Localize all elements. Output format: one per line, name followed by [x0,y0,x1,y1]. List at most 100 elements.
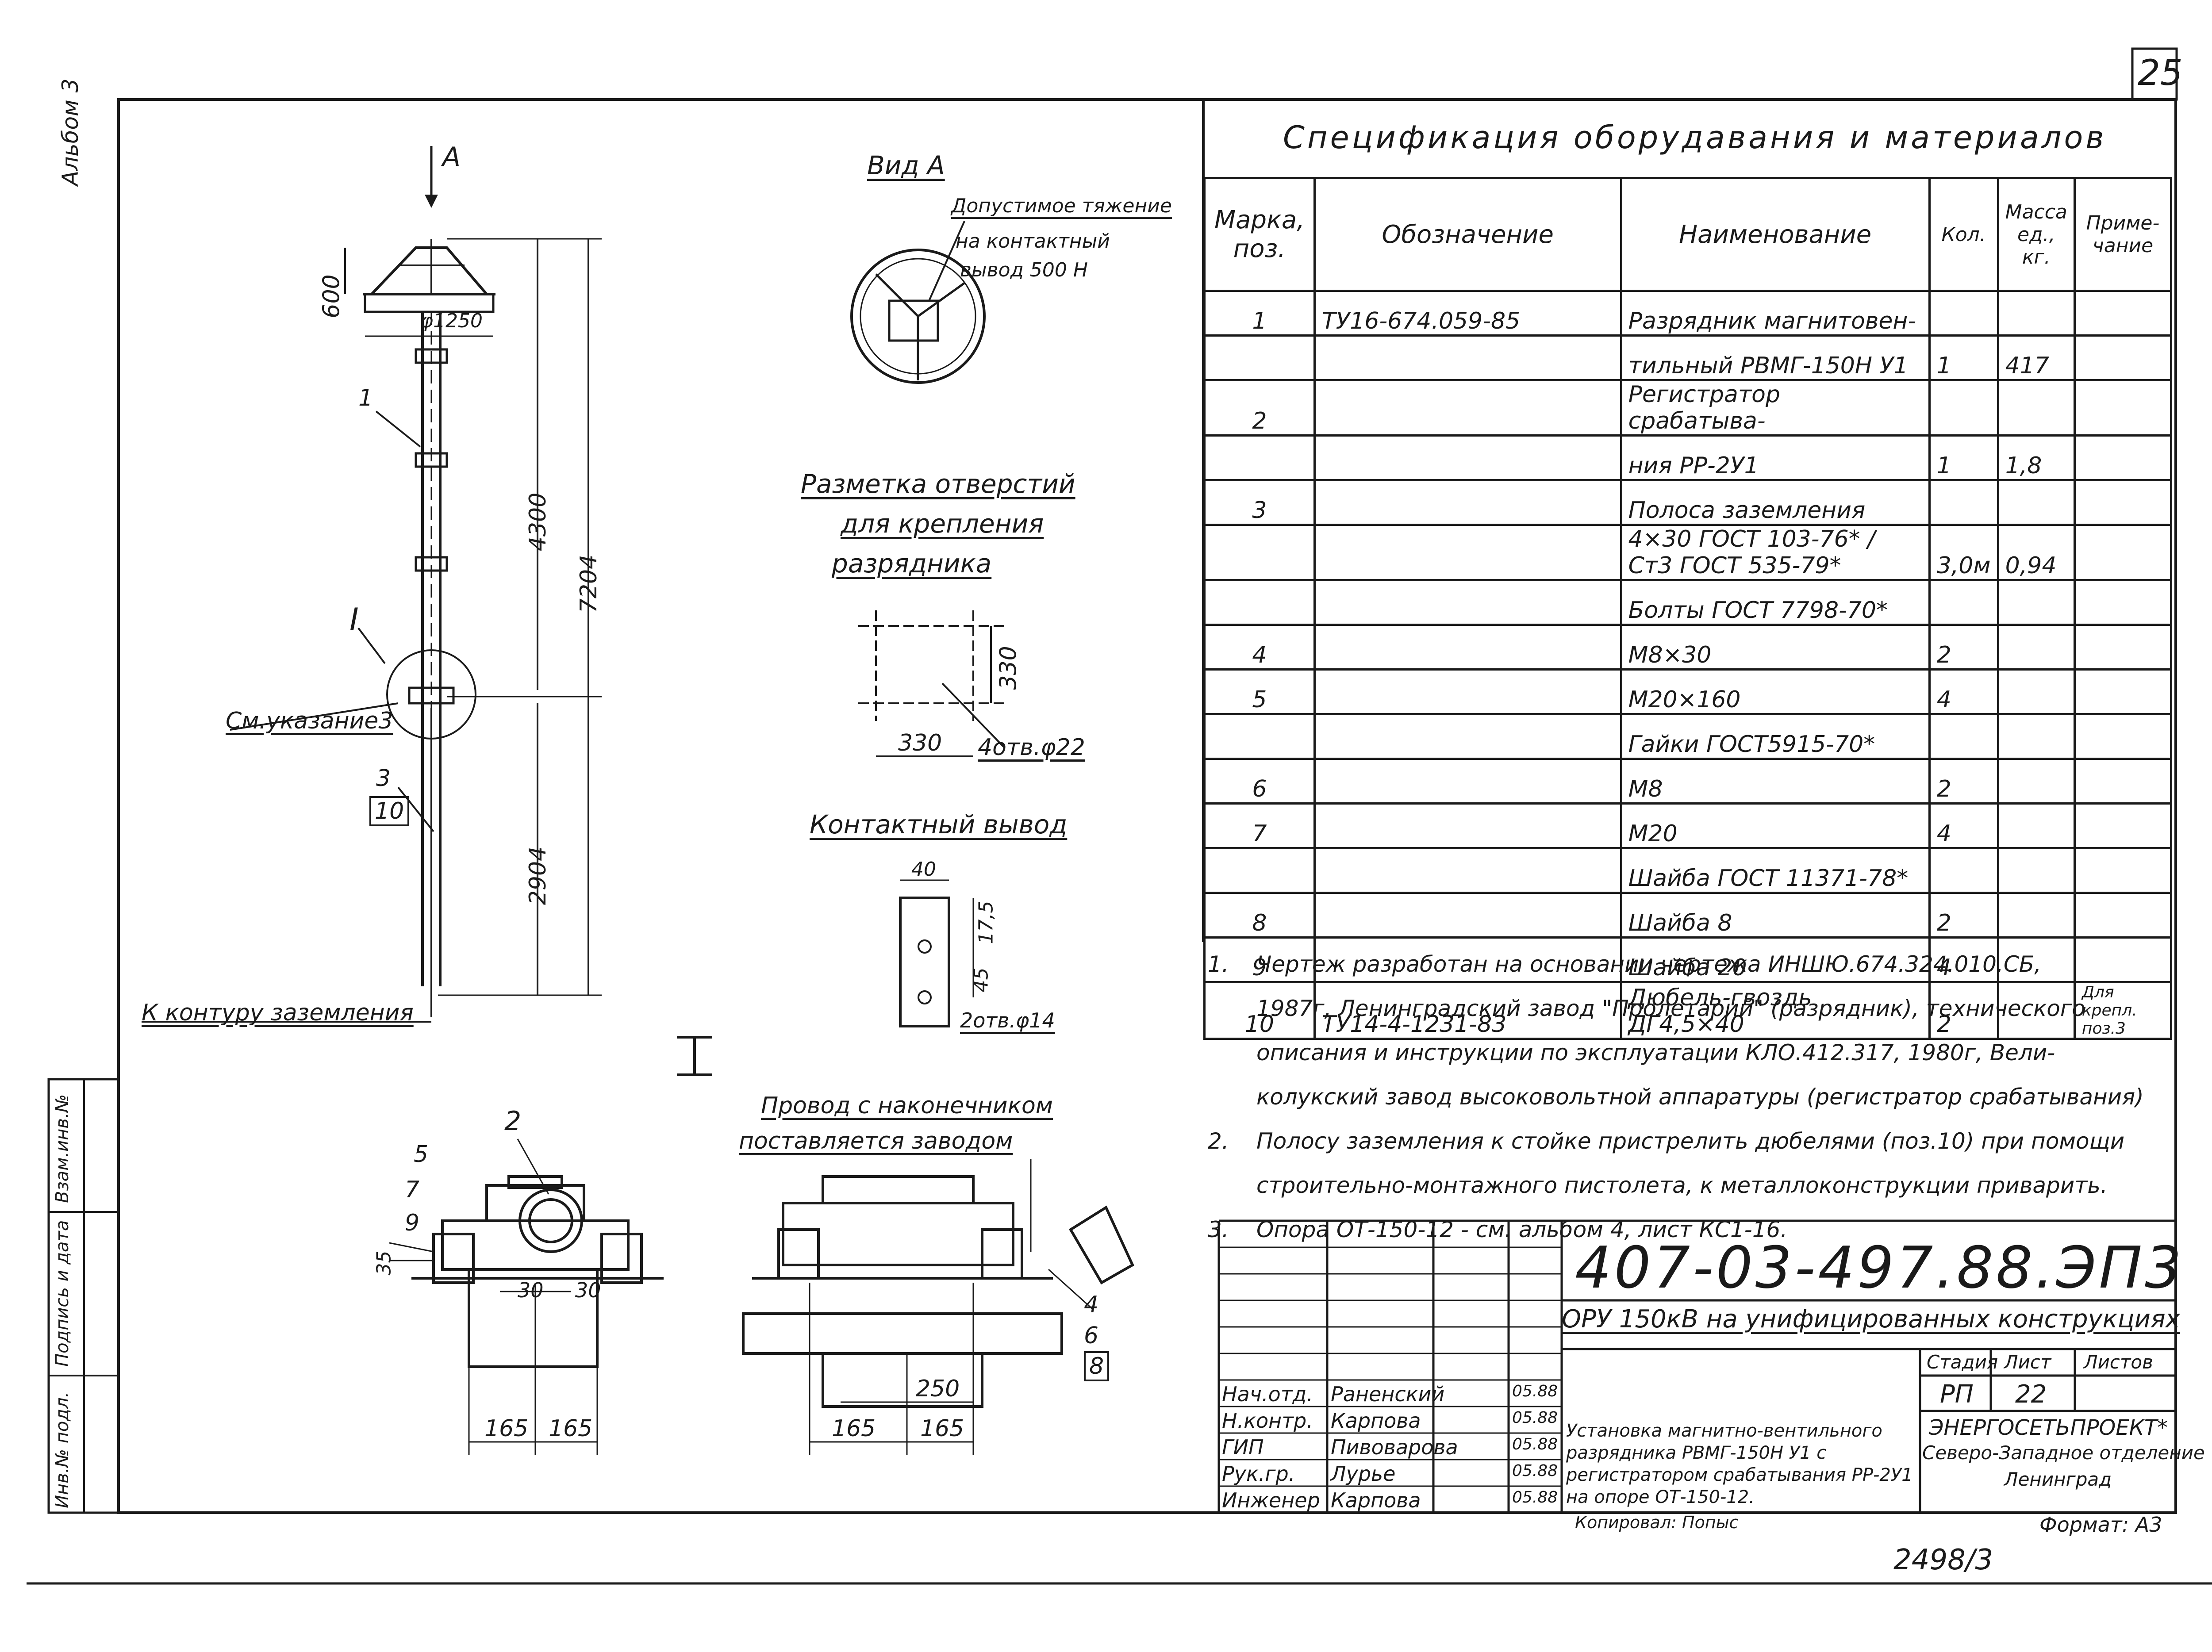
spec-cell-code [1313,479,1622,526]
spec-cell-qty: 4 [1928,802,1999,849]
note-line: колукский завод высоковольтной аппаратур… [1208,1075,2181,1119]
spec-cell-code [1313,892,1622,939]
spec-cell-name: Разрядник магнитовен- [1620,290,1931,337]
spec-cell-note [2073,847,2173,894]
spec-cell-pos: 6 [1203,758,1316,805]
note-text: описания и инструкции по эксплуатации КЛ… [1256,1040,2055,1066]
spec-cell-name: Шайба ГОСТ 11371-78* [1620,847,1931,894]
notes: 1.Чертеж разработан на основании чертежа… [1208,942,2181,1252]
note-text: Чертеж разработан на основании чертежа И… [1256,951,2041,977]
dim-165-d: 165 [920,1415,964,1442]
spec-cell-mass [1997,936,2076,983]
staff-date: 05.88 [1512,1488,1558,1506]
callout-3: 3 [376,765,391,792]
note-text: 1987г, Ленинградский завод "Пролетарий" … [1256,996,2085,1021]
spec-cell-qty [1928,479,1999,526]
sheets-label: Листов [2084,1351,2153,1373]
spec-cell-mass [1997,802,2076,849]
spec-row: 4×30 ГОСТ 103-76* / Ст3 ГОСТ 535-79*3,0м… [1203,524,2173,581]
staff-role: Рук.гр. [1222,1462,1295,1486]
stamp-signature-date: Подпись и дата [52,1220,73,1367]
callout-2: 2 [504,1106,522,1137]
copied-by: Копировал: Попыс [1575,1513,1739,1532]
see-note-label: См.указание3 [226,708,393,734]
callout-9: 9 [405,1210,420,1236]
dim-4300: 4300 [525,492,552,552]
spec-cell-pos [1203,434,1316,481]
staff-name: Лурье [1331,1462,1396,1486]
document-code: 407-03-497.88.ЭП3 [1575,1234,2184,1301]
spec-cell-qty: 1 [1928,334,1999,381]
spec-row: Шайба ГОСТ 11371-78* [1203,847,2173,894]
spec-cell-name: 4×30 ГОСТ 103-76* / Ст3 ГОСТ 535-79* [1620,524,1931,581]
spec-row: Гайки ГОСТ5915-70* [1203,713,2173,760]
spec-cell-name: Шайба 8 [1620,892,1931,939]
spec-cell-name: М20 [1620,802,1931,849]
spec-cell-note [2073,936,2173,983]
project-title: ОРУ 150кВ на унифицированных конструкция… [1562,1305,2180,1334]
staff-name: Раненский [1331,1382,1445,1406]
stamp-inv-no: Инв.№ подл. [52,1391,73,1508]
spec-cell-pos [1203,579,1316,626]
note-number: 3. [1208,1217,1229,1242]
spec-cell-pos: 9 [1203,936,1316,983]
spec-cell-pos [1203,524,1316,581]
spec-cell-pos [1203,334,1316,381]
spec-cell-code [1313,758,1622,805]
spec-cell-note [2073,479,2173,526]
spec-header-mass: Масса ед., кг. [1997,177,2076,292]
spec-cell-note [2073,290,2173,337]
note-line: 1987г, Ленинградский завод "Пролетарий" … [1208,986,2181,1031]
spec-cell-note [2073,624,2173,671]
spec-cell-code [1313,936,1622,983]
spec-cell-qty: 1 [1928,434,1999,481]
spec-cell-name: М8 [1620,758,1931,805]
spec-cell-pos: 4 [1203,624,1316,671]
view-arrow-label: А [442,142,461,172]
spec-header-code: Обозначение [1313,177,1622,292]
spec-cell-note [2073,434,2173,481]
staff-date: 05.88 [1512,1435,1558,1453]
staff-date: 05.88 [1512,1409,1558,1427]
spec-header-row: Марка, поз. Обозначение Наименование Кол… [1203,177,2173,292]
spec-cell-note [2073,758,2173,805]
spec-cell-name: Шайба 20 [1620,936,1931,983]
spec-cell-name: Регистратор срабатыва- [1620,379,1931,437]
spec-cell-note: Для крепл. поз.3 [2073,981,2173,1040]
spec-cell-mass [1997,713,2076,760]
spec-cell-name: тильный РВМГ-150Н У1 [1620,334,1931,381]
album-label: Альбом 3 [58,78,83,186]
spec-cell-pos: 3 [1203,479,1316,526]
dim-30-b: 30 [575,1278,601,1302]
staff-name: Карпова [1331,1488,1421,1512]
spec-cell-mass [1997,579,2076,626]
spec-cell-pos: 7 [1203,802,1316,849]
spec-cell-name: ния РР-2У1 [1620,434,1931,481]
spec-cell-mass [1997,290,2076,337]
format-label: Формат: А3 [2039,1513,2162,1537]
dim-35: 35 [373,1250,396,1276]
dim-phi1250: φ1250 [420,310,483,332]
staff-date: 05.88 [1512,1382,1558,1400]
spec-cell-code: ТУ16-674.059-85 [1313,290,1622,337]
dim-600: 600 [318,274,345,318]
note-text: Опора ОТ-150-12 - см. альбом 4, лист КС1… [1256,1217,1788,1242]
spec-cell-code [1313,802,1622,849]
spec-cell-mass: 417 [1997,334,2076,381]
callout-4: 4 [1084,1292,1099,1318]
callout-I: I [349,602,359,638]
spec-cell-pos: 1 [1203,290,1316,337]
spec-cell-mass [1997,758,2076,805]
archive-number: 2498/3 [1893,1544,1993,1576]
spec-cell-pos: 10 [1203,981,1316,1040]
spec-cell-name: М8×30 [1620,624,1931,671]
